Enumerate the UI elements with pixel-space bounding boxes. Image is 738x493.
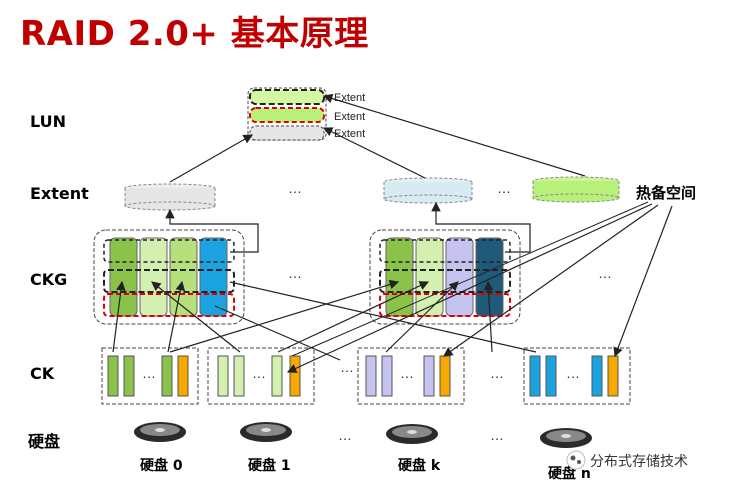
ck-1-d [289,355,301,397]
ck-k-ellipsis: … [400,365,414,381]
extent-green-bottom [532,193,620,203]
ckg-group-1 [93,229,245,325]
hot-spare-label: 热备空间 [636,184,696,202]
ckg-ellipsis-2: … [598,265,612,281]
ck-group-0: … [101,347,199,405]
ck-0-d [177,355,189,397]
ck-k-c [423,355,435,397]
ckg-2-col-3 [445,237,474,317]
extent-blue [384,182,472,199]
lun-extent-2 [249,107,325,123]
ckg-ellipsis-1: … [288,265,302,281]
ckg-1-outline [93,229,245,325]
row-label-extent: Extent [30,184,89,203]
lun-stack: Extent Extent Extent [247,87,365,141]
ck-k-a [365,355,377,397]
ckg-2-col-2 [415,237,444,317]
lun-extent-label-2: Extent [334,111,365,123]
ckg-1-col-4 [199,237,228,317]
lun-extent-1 [249,89,325,105]
disk-label-1: 硬盘 1 [248,457,291,474]
disk-1 [240,422,292,442]
lun-extent-label-1: Extent [334,92,365,104]
ck-group-1: … [207,347,315,405]
ck-ellipsis-between-1: … [340,359,354,375]
row-label-ck: CK [30,364,55,383]
row-label-disk: 硬盘 [28,432,61,451]
ck-group-k: … [357,347,465,405]
row-label-lun: LUN [30,112,67,131]
ck-n-ellipsis: … [566,365,580,381]
ckg-1-col-3 [169,237,198,317]
ck-1-c [271,355,283,397]
disk-label-0: 硬盘 0 [140,457,183,474]
ck-n-b [545,355,557,397]
ck-ellipsis-between-2: … [490,365,504,381]
lun-extent-3 [249,125,325,141]
ck-group-n: … [523,347,631,405]
ckg-2-col-1 [385,237,414,317]
extent-blue-bottom [383,194,473,204]
extent-gray-bottom [124,201,216,211]
ck-k-b [381,355,393,397]
disk-ellipsis-1: … [338,427,352,443]
ck-0-b [123,355,135,397]
lun-extent-label-3: Extent [334,128,365,140]
disk-label-n: 硬盘 n [548,465,591,482]
ck-1-b [233,355,245,397]
ck-0-a [107,355,119,397]
wechat-icon [570,455,576,461]
ckg-group-2 [369,229,521,325]
extent-ellipsis-2: … [497,180,511,196]
disk-0 [134,422,186,442]
extent-ellipsis-1: … [288,180,302,196]
row-label-ckg: CKG [30,270,68,289]
watermark: 分布式存储技术 [566,450,688,470]
ck-1-ellipsis: … [252,365,266,381]
ckg-1-col-1 [109,237,138,317]
ck-k-d [439,355,451,397]
disk-n [540,428,592,448]
watermark-text: 分布式存储技术 [590,454,688,470]
extent-row: … … [124,176,620,211]
ck-n-a [529,355,541,397]
ckg-1-col-2 [139,237,168,317]
disk-label-k: 硬盘 k [398,457,441,474]
extent-gray [125,188,215,206]
ck-n-c [591,355,603,397]
disk-ellipsis-2: … [490,427,504,443]
page-title: RAID 2.0+ 基本原理 [20,14,369,54]
ck-1-a [217,355,229,397]
ck-0-ellipsis: … [142,365,156,381]
ck-n-d [607,355,619,397]
ck-0-c [161,355,173,397]
ckg-2-outline [369,229,521,325]
disk-k [386,424,438,444]
extent-green [533,181,619,198]
